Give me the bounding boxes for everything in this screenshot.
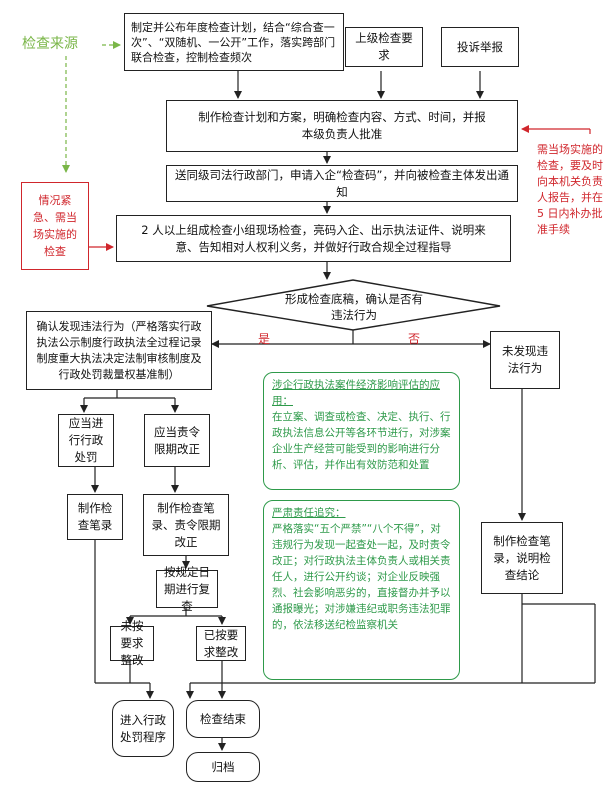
urgent-report-note: 需当场实施的检查，要及时向本机关负责人报告，并在 5 日内补办批准手续 xyxy=(537,143,603,236)
violation-confirmed-box: 确认发现违法行为（严格落实行政执法公示制度行政执法全过程记录制度重大执法决定法制… xyxy=(26,311,212,390)
decision-diamond xyxy=(206,279,501,331)
record-left-box: 制作检查笔录 xyxy=(67,494,123,540)
archive-box: 归档 xyxy=(186,752,260,782)
record-conclusion-box: 制作检查笔录，说明检查结论 xyxy=(481,522,563,594)
decision-text: 形成检查底稿，确认是否有违法行为 xyxy=(285,292,423,322)
superior-request-box: 上级检查要求 xyxy=(345,27,423,67)
impact-assessment-note: 涉企行政执法案件经济影响评估的应用： 在立案、调查或检查、决定、执行、行政执法信… xyxy=(263,372,460,490)
rectified-box: 已按要求整改 xyxy=(196,626,246,661)
source-label: 检查来源 xyxy=(22,36,78,52)
yes-label: 是 xyxy=(258,332,271,346)
impact-assessment-body: 在立案、调查或检查、决定、执行、行政执法信息公开等各环节进行，对涉案企业生产经营… xyxy=(272,411,451,471)
rectify-order-box: 应当责令限期改正 xyxy=(144,414,210,467)
accountability-title: 严肃责任追究： xyxy=(272,507,346,519)
review-box: 按规定日期进行复查 xyxy=(156,565,218,613)
not-rectified-box: 未按要求整改 xyxy=(110,619,154,667)
complaint-box: 投诉举报 xyxy=(441,27,519,67)
onsite-inspection-box: 2 人以上组成检查小组现场检查，亮码入企、出示执法证件、说明来意、告知相对人权利… xyxy=(116,215,511,262)
no-violation-box: 未发现违法行为 xyxy=(490,331,560,389)
record-rectify-box: 制作检查笔录、责令限期改正 xyxy=(143,494,229,556)
enter-penalty-box: 进入行政处罚程序 xyxy=(112,700,174,757)
impact-assessment-title: 涉企行政执法案件经济影响评估的应用： xyxy=(272,379,440,407)
penalty-box: 应当进行行政处罚 xyxy=(58,414,114,467)
urgent-inspection-box: 情况紧急、需当场实施的检查 xyxy=(21,182,89,270)
accountability-note: 严肃责任追究： 严格落实“五个严禁”“八个不得”，对违规行为发现一起查处一起，及… xyxy=(263,500,460,680)
end-box: 检查结束 xyxy=(186,700,260,738)
annual-plan-box: 制定并公布年度检查计划，结合“综合查一次”、“双随机、一公开”工作，落实跨部门联… xyxy=(124,13,344,71)
accountability-body: 严格落实“五个严禁”“八个不得”，对违规行为发现一起查处一起，及时责令改正；对行… xyxy=(272,523,451,631)
make-plan-box: 制作检查计划和方案，明确检查内容、方式、时间，并报本级负责人批准 xyxy=(166,100,518,152)
no-label: 否 xyxy=(408,332,421,346)
send-judicial-box: 送同级司法行政部门，申请入企“检查码”，并向被检查主体发出通知 xyxy=(166,165,518,202)
